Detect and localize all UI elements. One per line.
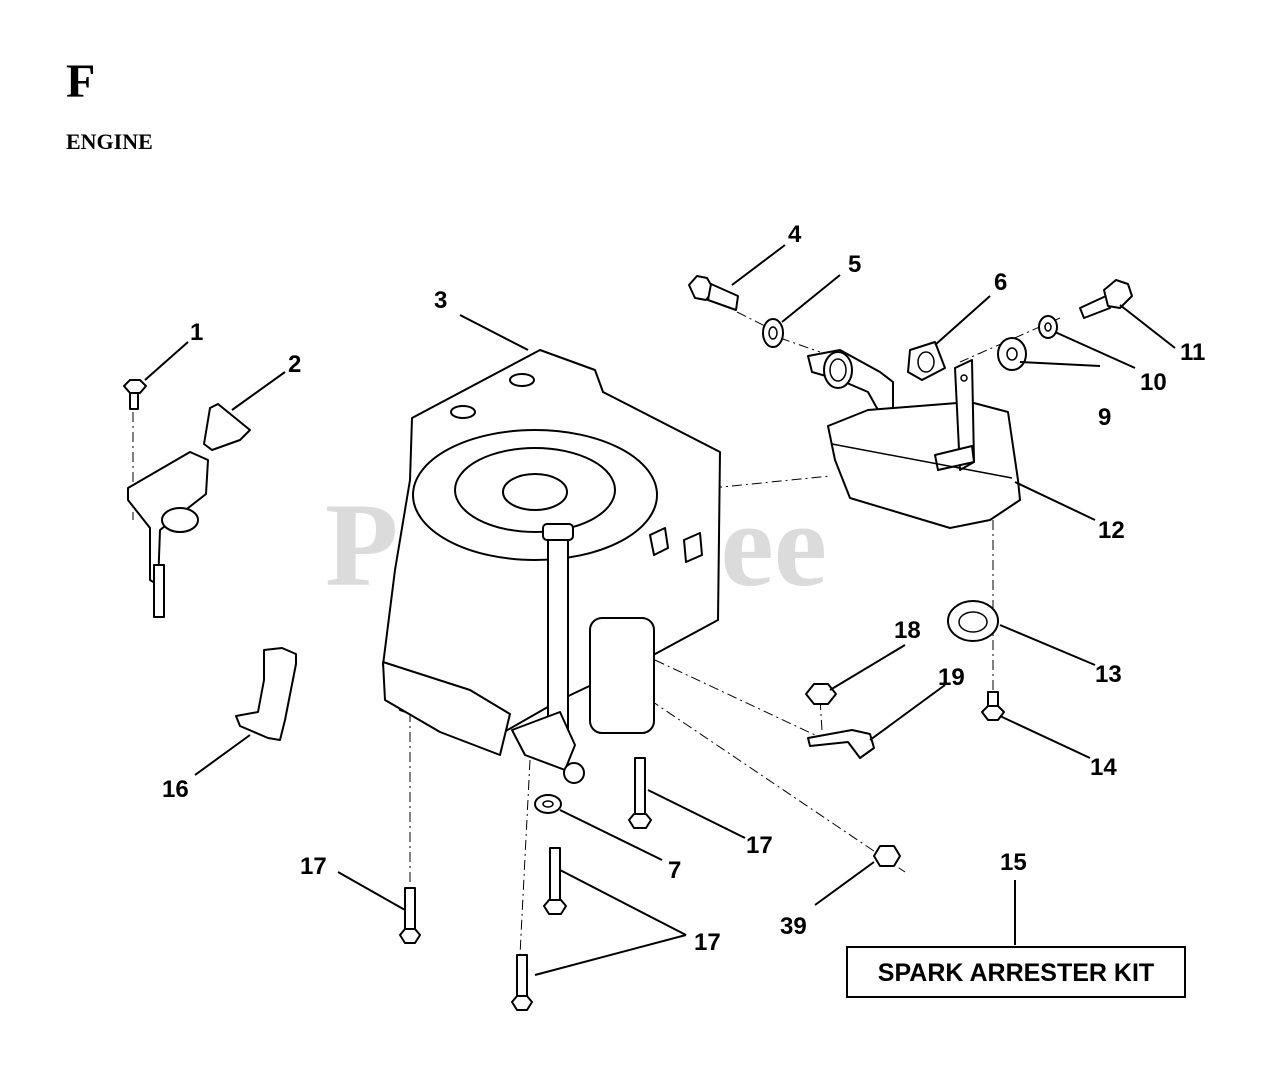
part-16-bracket (235, 647, 297, 741)
callout-2: 2 (288, 351, 301, 378)
callout-19: 19 (938, 664, 965, 691)
callout-16: 16 (162, 776, 189, 803)
callout-39: 39 (780, 913, 807, 940)
part-3-engine (382, 349, 721, 784)
callout-labels: 1 2 3 4 5 6 7 9 10 11 12 13 14 15 16 17 … (162, 221, 1205, 956)
callout-17-bottom: 17 (694, 929, 721, 956)
part-5-washer (762, 318, 784, 348)
callout-17-left: 17 (300, 853, 327, 880)
part-14-screw (981, 691, 1005, 721)
section-title: ENGINE (66, 129, 153, 154)
callout-12: 12 (1098, 517, 1125, 544)
callout-14: 14 (1090, 754, 1117, 781)
leader-lines (144, 244, 1176, 976)
callout-11: 11 (1180, 339, 1205, 366)
kit-label: SPARK ARRESTER KIT (878, 959, 1154, 987)
part-39-nut (873, 845, 901, 867)
part-9-washer (997, 337, 1027, 371)
part-6-gasket (907, 341, 946, 381)
part-17-bolts (399, 757, 652, 1011)
callout-7: 7 (668, 857, 681, 884)
callout-15: 15 (1000, 849, 1027, 876)
part-2-throttle-control (127, 403, 251, 618)
callout-18: 18 (894, 617, 921, 644)
exhaust-elbow (807, 349, 894, 411)
part-10-lock-washer (1038, 315, 1058, 339)
callout-5: 5 (848, 251, 861, 278)
callout-6: 6 (994, 269, 1007, 296)
part-11-bolt (1079, 279, 1133, 319)
callout-10: 10 (1140, 369, 1167, 396)
part-18-nut (805, 683, 837, 705)
callout-4: 4 (788, 221, 802, 248)
part-19-clamp (807, 729, 875, 759)
section-letter: F (66, 55, 96, 108)
part-12-muffler (827, 359, 1021, 529)
callout-13: 13 (1095, 661, 1122, 688)
callout-17-right: 17 (746, 832, 773, 859)
part-4-bolt (688, 275, 739, 311)
callout-1: 1 (190, 319, 203, 346)
spark-arrester-kit-box: SPARK ARRESTER KIT (846, 946, 1186, 998)
part-13-arrester-screen (947, 600, 999, 642)
part-1-bolt (123, 379, 147, 410)
part-7-star-washer (534, 794, 562, 814)
callout-9: 9 (1098, 404, 1111, 431)
callout-3: 3 (434, 287, 447, 314)
